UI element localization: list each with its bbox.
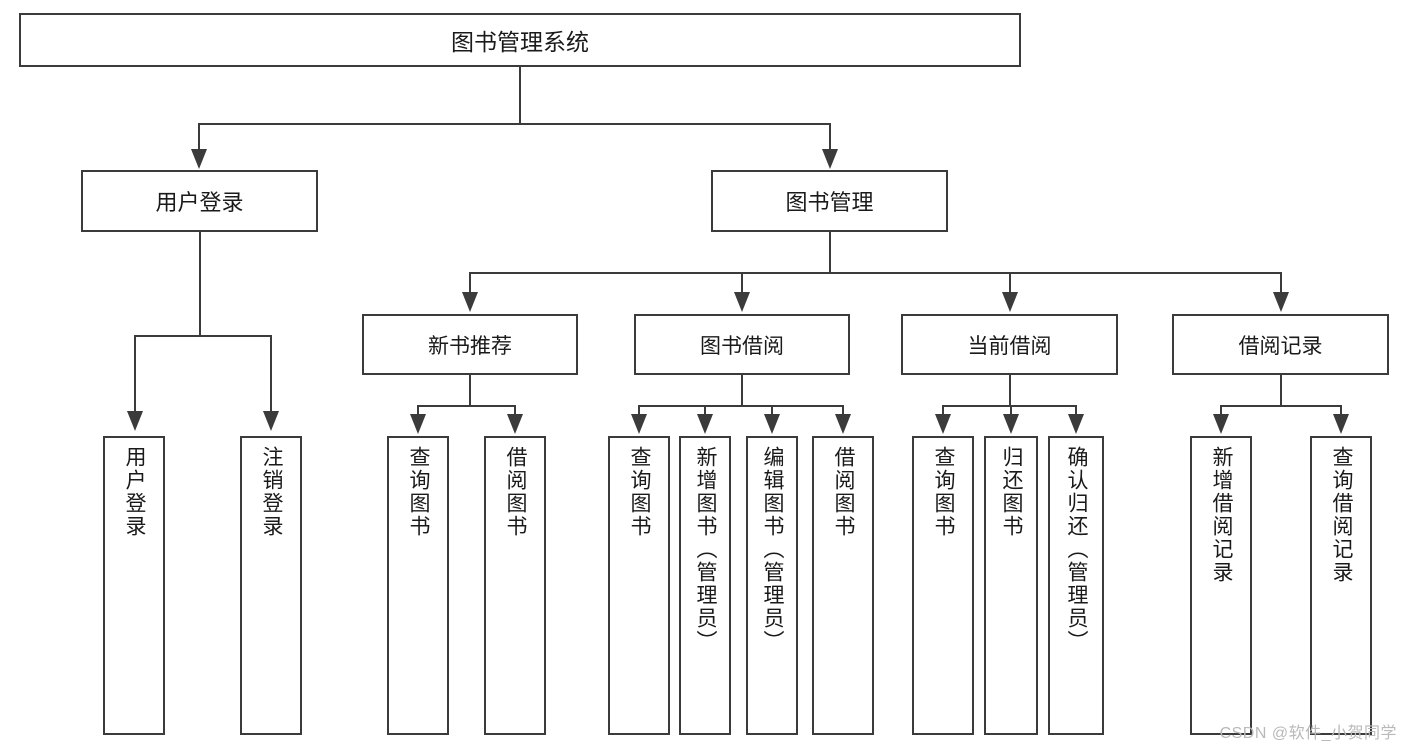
leaf-query-books-borrow[interactable]: 查询图书 xyxy=(608,436,670,735)
node-new-book-recommend[interactable]: 新书推荐 xyxy=(362,314,578,375)
arrowhead-book-mgmt-to-current xyxy=(1002,292,1018,312)
leaf-confirm-return-admin-label: 确认归还（管理员） xyxy=(1065,446,1089,653)
leaf-borrow-books-label: 借阅图书 xyxy=(832,446,856,538)
arrowhead-borrow-to-leaf-1 xyxy=(631,414,647,434)
node-root-label: 图书管理系统 xyxy=(451,29,589,55)
node-current-borrow-label: 当前借阅 xyxy=(967,334,1052,358)
leaf-add-book-admin-label: 新增图书（管理员） xyxy=(694,446,718,653)
leaf-user-login-label: 用户登录 xyxy=(123,446,147,538)
leaf-edit-book-admin-label: 编辑图书（管理员） xyxy=(761,446,785,653)
arrowhead-root-to-user-login xyxy=(191,149,207,169)
leaf-add-borrow-record-label: 新增借阅记录 xyxy=(1210,446,1234,584)
arrowhead-user-login-to-leaf-2 xyxy=(263,411,279,431)
arrowhead-borrow-to-leaf-3 xyxy=(764,414,780,434)
arrowhead-new-books-to-leaf-1 xyxy=(410,414,426,434)
connector-book-mgmt-stem xyxy=(829,232,831,272)
leaf-return-books-label: 归还图书 xyxy=(1000,446,1024,538)
node-new-book-recommend-label: 新书推荐 xyxy=(428,334,512,358)
connector-book-mgmt-to-new-books xyxy=(469,272,471,294)
connector-book-mgmt-bus xyxy=(469,272,1280,274)
connector-current-to-leaf-2 xyxy=(1010,405,1012,417)
arrowhead-book-mgmt-to-new-books xyxy=(462,292,478,312)
arrowhead-user-login-to-leaf-1 xyxy=(127,411,143,431)
connector-borrow-to-leaf-2 xyxy=(704,405,706,417)
node-root[interactable]: 图书管理系统 xyxy=(19,13,1021,67)
connector-root-bus xyxy=(198,123,830,125)
arrowhead-current-to-leaf-3 xyxy=(1068,414,1084,434)
arrowhead-root-to-book-mgmt xyxy=(822,149,838,169)
arrowhead-current-to-leaf-2 xyxy=(1003,414,1019,434)
connector-borrow-stem xyxy=(741,375,743,405)
connector-borrow-bus xyxy=(638,405,844,407)
leaf-query-borrow-record-label: 查询借阅记录 xyxy=(1330,446,1354,584)
connector-book-mgmt-to-borrow xyxy=(741,272,743,294)
arrowhead-records-to-leaf-1 xyxy=(1213,414,1229,434)
connector-user-login-to-leaf-1 xyxy=(134,335,136,413)
connector-borrow-to-leaf-3 xyxy=(771,405,773,417)
arrowhead-book-mgmt-to-records xyxy=(1273,292,1289,312)
node-book-management-label: 图书管理 xyxy=(785,190,874,215)
connector-root-to-book-mgmt xyxy=(829,123,831,152)
connector-new-books-to-leaf-1 xyxy=(417,405,419,417)
connector-records-stem xyxy=(1280,375,1282,405)
node-book-borrow[interactable]: 图书借阅 xyxy=(634,314,850,375)
node-borrow-records-label: 借阅记录 xyxy=(1238,334,1323,358)
connector-new-books-bus xyxy=(417,405,515,407)
connector-book-mgmt-to-current xyxy=(1009,272,1011,294)
csdn-watermark: CSDN @软件_小贺同学 xyxy=(1219,725,1397,742)
connector-root-stem xyxy=(519,67,521,123)
node-current-borrow[interactable]: 当前借阅 xyxy=(901,314,1118,375)
connector-borrow-to-leaf-1 xyxy=(638,405,640,417)
leaf-user-logout-label: 注销登录 xyxy=(260,446,284,538)
connector-new-books-stem xyxy=(469,375,471,405)
arrowhead-new-books-to-leaf-2 xyxy=(507,414,523,434)
leaf-user-login[interactable]: 用户登录 xyxy=(103,436,165,735)
connector-current-stem xyxy=(1009,375,1011,405)
leaf-query-books-recommend-label: 查询图书 xyxy=(407,446,431,538)
connector-current-bus xyxy=(942,405,1076,407)
node-user-login[interactable]: 用户登录 xyxy=(81,170,318,232)
arrowhead-borrow-to-leaf-2 xyxy=(697,414,713,434)
arrowhead-records-to-leaf-2 xyxy=(1333,414,1349,434)
arrowhead-borrow-to-leaf-4 xyxy=(835,414,851,434)
node-borrow-records[interactable]: 借阅记录 xyxy=(1172,314,1389,375)
connector-root-to-user-login xyxy=(198,123,200,152)
node-book-management[interactable]: 图书管理 xyxy=(711,170,948,232)
connector-user-login-bus xyxy=(134,335,271,337)
connector-new-books-to-leaf-2 xyxy=(514,405,516,417)
node-user-login-label: 用户登录 xyxy=(155,190,244,215)
connector-borrow-to-leaf-4 xyxy=(842,405,844,417)
connector-user-login-stem xyxy=(199,232,201,335)
leaf-add-book-admin[interactable]: 新增图书（管理员） xyxy=(679,436,731,735)
leaf-query-books-current[interactable]: 查询图书 xyxy=(912,436,974,735)
connector-book-mgmt-to-records xyxy=(1280,272,1282,294)
leaf-query-books-borrow-label: 查询图书 xyxy=(628,446,652,538)
connector-records-bus xyxy=(1220,405,1341,407)
node-book-borrow-label: 图书借阅 xyxy=(700,334,784,358)
arrowhead-current-to-leaf-1 xyxy=(935,414,951,434)
leaf-return-books[interactable]: 归还图书 xyxy=(984,436,1038,735)
leaf-query-books-current-label: 查询图书 xyxy=(932,446,956,538)
leaf-query-borrow-record[interactable]: 查询借阅记录 xyxy=(1310,436,1372,735)
leaf-borrow-books[interactable]: 借阅图书 xyxy=(812,436,874,735)
connector-current-to-leaf-1 xyxy=(942,405,944,417)
connector-current-to-leaf-3 xyxy=(1075,405,1077,417)
leaf-borrow-books-recommend-label: 借阅图书 xyxy=(504,446,528,538)
leaf-query-books-recommend[interactable]: 查询图书 xyxy=(387,436,449,735)
connector-records-to-leaf-1 xyxy=(1220,405,1222,417)
connector-records-to-leaf-2 xyxy=(1340,405,1342,417)
arrowhead-book-mgmt-to-borrow xyxy=(734,292,750,312)
leaf-add-borrow-record[interactable]: 新增借阅记录 xyxy=(1190,436,1252,735)
leaf-user-logout[interactable]: 注销登录 xyxy=(240,436,302,735)
leaf-confirm-return-admin[interactable]: 确认归还（管理员） xyxy=(1048,436,1104,735)
leaf-edit-book-admin[interactable]: 编辑图书（管理员） xyxy=(746,436,798,735)
connector-user-login-to-leaf-2 xyxy=(270,335,272,413)
leaf-borrow-books-recommend[interactable]: 借阅图书 xyxy=(484,436,546,735)
